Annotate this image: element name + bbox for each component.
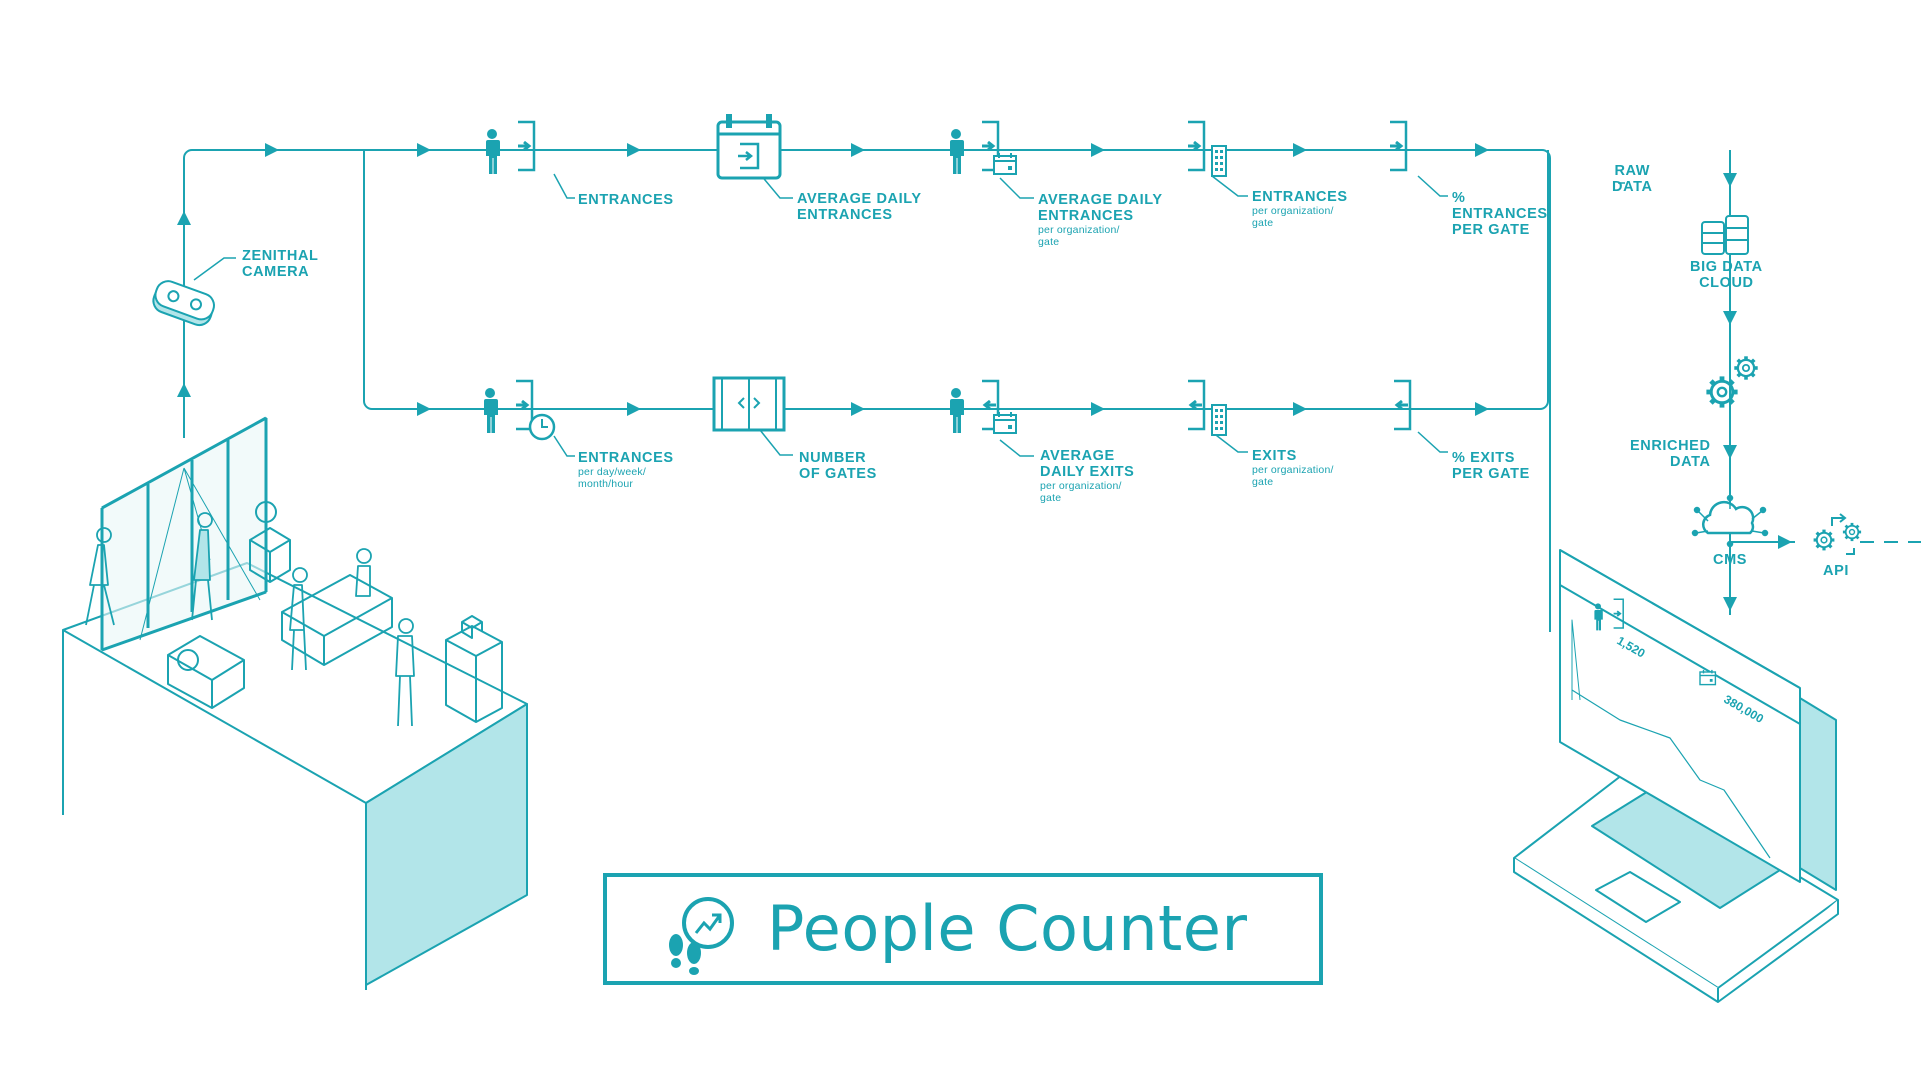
gate-exit-icon [1392, 379, 1412, 431]
api-gears-icon [1811, 513, 1863, 555]
person-enter-clock-icon [484, 379, 556, 441]
people-counter-logo-icon [669, 897, 734, 975]
cloud-network-icon [1691, 494, 1769, 548]
calendar-enter-icon [716, 114, 782, 180]
camera-icon [152, 280, 215, 327]
database-icon [1701, 215, 1749, 255]
sliding-doors-icon [712, 376, 786, 432]
label-entrances: ENTRANCES [578, 192, 674, 208]
leader-lines [193, 173, 1625, 457]
label-cms: CMS [1713, 552, 1748, 568]
page-title: People Counter [767, 892, 1248, 965]
label-entrances-time: ENTRANCES per day/week/month/hour [578, 450, 674, 490]
label-entrances-org: ENTRANCES per organization/gate [1252, 189, 1348, 229]
title-box: People Counter [603, 873, 1323, 985]
laptop-illustration [1513, 549, 1839, 1003]
label-exits-org: EXITS per organization/gate [1252, 448, 1334, 488]
label-api: API [1823, 563, 1849, 579]
screen-calendar-icon [1699, 669, 1717, 686]
person-enter-icon [486, 120, 536, 174]
gears-icon [1706, 354, 1760, 407]
person-exit-calendar-icon [950, 379, 1017, 434]
gate-enter-icon [1388, 120, 1408, 172]
store-scene [62, 416, 528, 990]
person-enter-calendar-icon [950, 120, 1017, 175]
